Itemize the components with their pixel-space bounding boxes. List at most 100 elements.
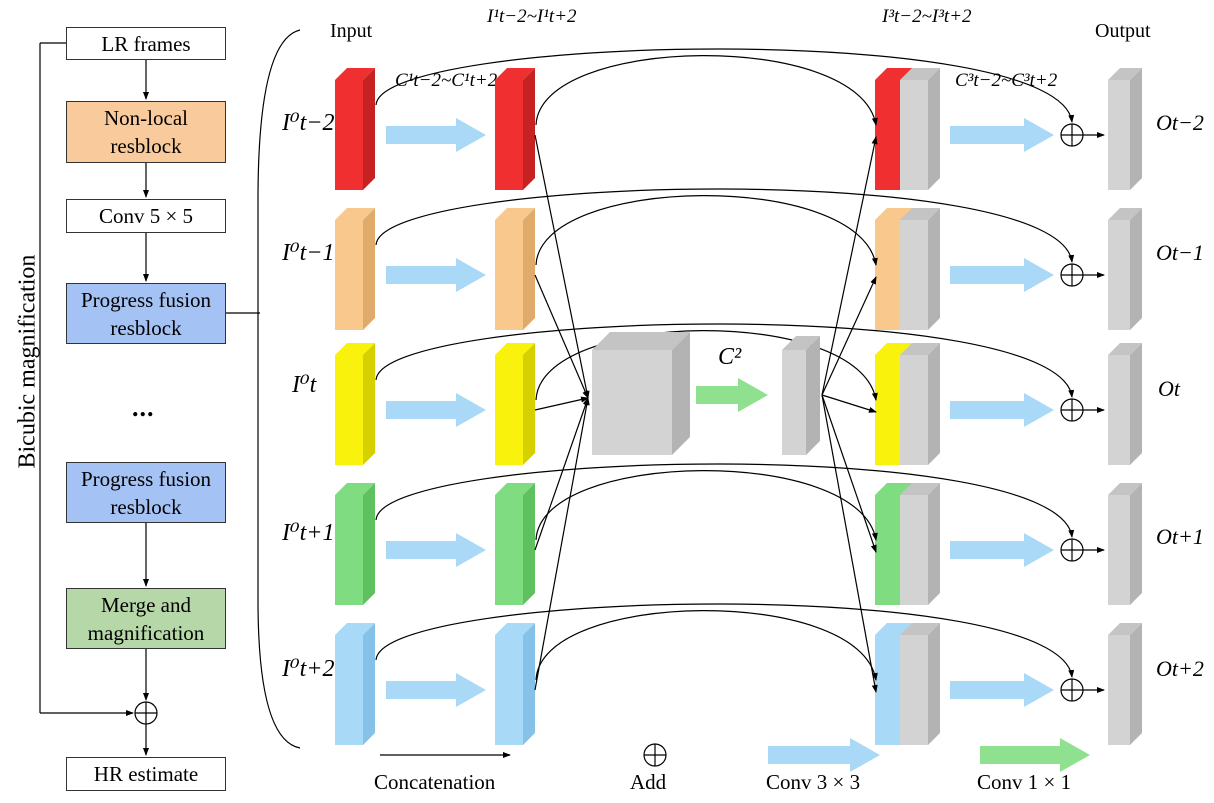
input-block-0-front	[335, 80, 363, 190]
output-block-3-side	[1130, 483, 1142, 605]
conv3-arrow-1	[386, 258, 486, 292]
i3-block-gray-1-top	[900, 208, 940, 220]
i1-block-2-front	[495, 355, 523, 465]
i1-block-0-front	[495, 80, 523, 190]
input-block-3-top	[335, 483, 375, 495]
c3-range-label: C³t−2~C³t+2	[955, 70, 1058, 91]
input-block-0-side	[363, 68, 375, 190]
hr-estimate-box: HR estimate	[66, 757, 226, 791]
i2-to-i3-4	[821, 394, 878, 693]
i3-range-label: I³t−2~I³t+2	[882, 6, 972, 27]
conv3-arrow-0	[386, 118, 486, 152]
input-block-4-front	[335, 635, 363, 745]
output-block-4-top	[1108, 623, 1142, 635]
legend-add-icon	[643, 743, 667, 767]
skip-curve-4	[375, 603, 1075, 678]
i1-block-3-top	[495, 483, 535, 495]
i1-block-2-side	[523, 343, 535, 465]
input-block-3-side	[363, 483, 375, 605]
add-icon-2	[1060, 398, 1084, 422]
i1-to-i3-curve-2	[535, 330, 878, 401]
output-block-1-top	[1108, 208, 1142, 220]
row-output-label-0: Ot−2	[1156, 110, 1204, 135]
i2-to-i3-2	[821, 394, 877, 413]
i3-block-gray-4-front	[900, 635, 928, 745]
conv3-arrow-4	[386, 673, 486, 707]
center-i1-block-top	[592, 332, 690, 350]
output-block-2-front	[1108, 355, 1130, 465]
i3-block-color-3-front	[875, 495, 900, 605]
input-label: Input	[330, 20, 373, 42]
i3-block-gray-0-top	[900, 68, 940, 80]
row-input-label-2: I⁰t	[292, 372, 317, 398]
output-block-0-top	[1108, 68, 1142, 80]
progress-fusion-box-1: Progress fusion resblock	[66, 283, 226, 344]
i1-to-center-1	[534, 274, 589, 399]
output-block-1-side	[1130, 208, 1142, 330]
c2-label: C²	[718, 344, 742, 370]
conv3-out-arrow-0	[950, 118, 1054, 152]
conv3-out-arrow-4	[950, 673, 1054, 707]
input-block-1-side	[363, 208, 375, 330]
i1-center-label: I¹	[624, 378, 641, 407]
input-block-0-top	[335, 68, 375, 80]
center-i1-block-side	[672, 332, 690, 455]
conv1-arrow	[696, 378, 768, 412]
ellipsis: ...	[132, 393, 155, 422]
i1-block-4-side	[523, 623, 535, 745]
input-block-2-top	[335, 343, 375, 355]
output-label: Output	[1095, 20, 1151, 42]
i3-block-gray-2-side	[928, 343, 940, 465]
i1-block-4-front	[495, 635, 523, 745]
i1-block-1-side	[523, 208, 535, 330]
legend-add-label: Add	[630, 770, 667, 794]
output-block-0-side	[1130, 68, 1142, 190]
progress-fusion-box-2: Progress fusion resblock	[66, 462, 226, 523]
row-output-label-4: Ot+2	[1156, 656, 1204, 681]
i2-to-i3-1	[821, 276, 877, 396]
i1-block-1-front	[495, 220, 523, 330]
row-output-label-1: Ot−1	[1156, 240, 1204, 265]
input-block-4-top	[335, 623, 375, 635]
add-icon-4	[1060, 678, 1084, 702]
pipeline-add-icon	[134, 701, 158, 725]
i3-block-gray-1-front	[900, 220, 928, 330]
legend-conv3-label: Conv 3 × 3	[766, 770, 861, 794]
i3-block-gray-1-side	[928, 208, 940, 330]
output-block-4-side	[1130, 623, 1142, 745]
output-block-0-front	[1108, 80, 1130, 190]
i1-block-2-top	[495, 343, 535, 355]
input-block-2-side	[363, 343, 375, 465]
i3-block-gray-3-top	[900, 483, 940, 495]
output-block-3-front	[1108, 495, 1130, 605]
i3-block-gray-2-top	[900, 343, 940, 355]
input-block-1-front	[335, 220, 363, 330]
side-label: Bicubic magnification	[14, 254, 41, 469]
i3-block-color-0-side	[900, 68, 912, 190]
row-output-label-3: Ot+1	[1156, 524, 1204, 549]
i3-block-color-3-side	[900, 483, 912, 605]
i1-range-label: I¹t−2~I¹t+2	[487, 6, 577, 27]
skip-curve-1	[375, 188, 1075, 263]
i1-block-4-top	[495, 623, 535, 635]
center-i2-block-side	[806, 336, 820, 455]
i1-block-0-side	[523, 68, 535, 190]
output-block-1-front	[1108, 220, 1130, 330]
add-icon-1	[1060, 263, 1084, 287]
i3-block-color-1-side	[900, 208, 912, 330]
conv5-box: Conv 5 × 5	[66, 199, 226, 233]
row-input-label-1: I⁰t−1	[282, 240, 335, 266]
center-i2-block-top	[782, 336, 820, 350]
input-block-4-side	[363, 623, 375, 745]
add-icon-0	[1060, 123, 1084, 147]
nonlocal-resblock-box: Non-local resblock	[66, 101, 226, 163]
i1-block-0-top	[495, 68, 535, 80]
legend-conv1-label: Conv 1 × 1	[977, 770, 1072, 794]
legend-concatenation-label: Concatenation	[374, 770, 496, 794]
i1-to-i3-curve-3	[535, 470, 878, 541]
i3-block-color-3-top	[875, 483, 912, 495]
input-block-2-front	[335, 355, 363, 465]
row-output-label-2: Ot	[1158, 376, 1180, 401]
i1-block-3-side	[523, 483, 535, 605]
